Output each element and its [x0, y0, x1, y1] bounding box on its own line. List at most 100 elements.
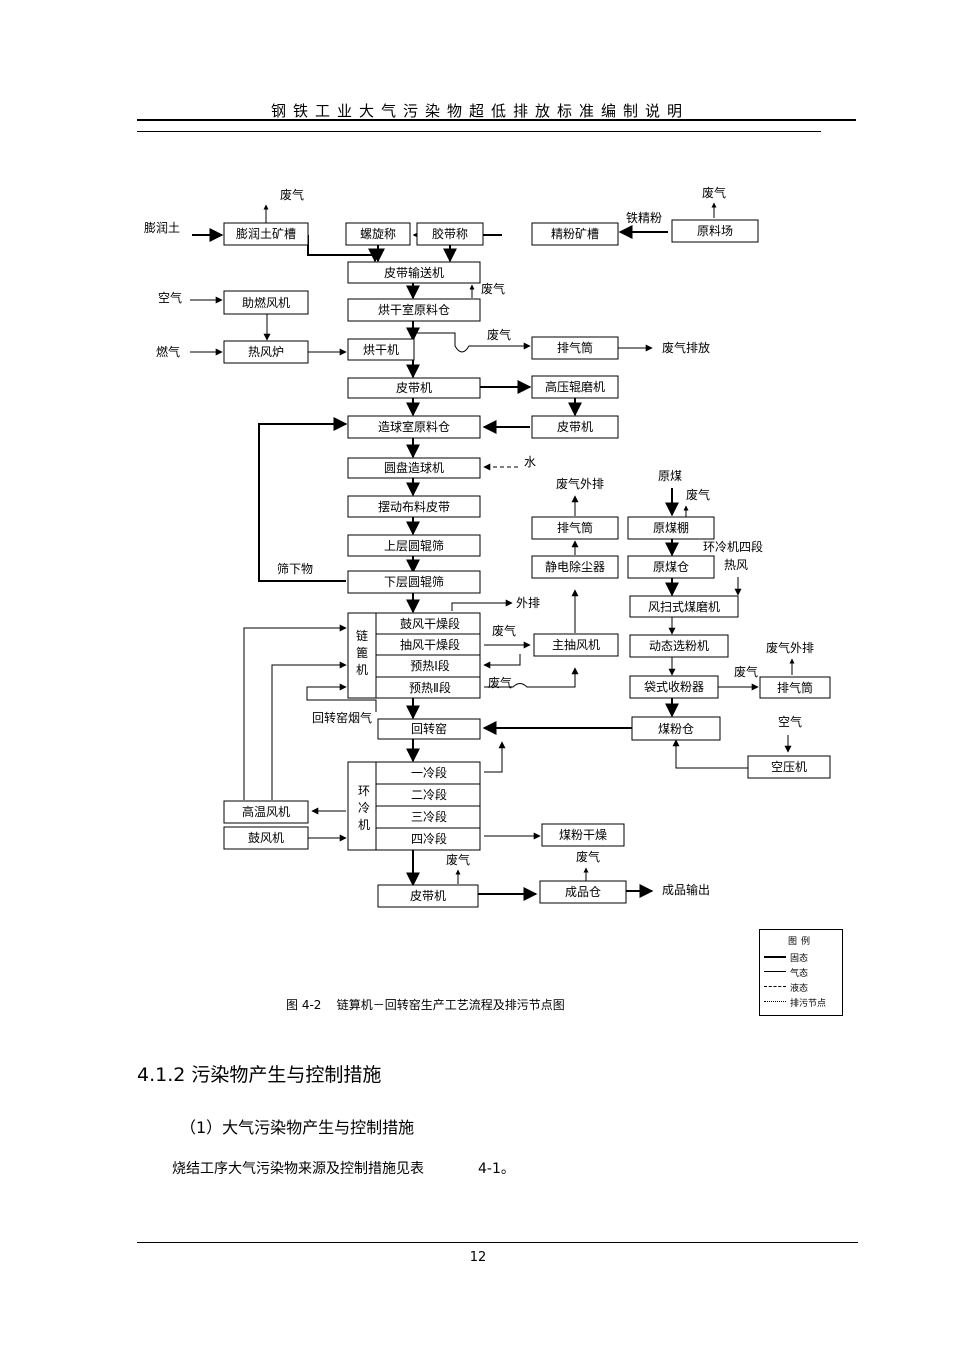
node-honggan-ji: 烘干机 [363, 343, 399, 357]
label-waste-gas-discharge: 废气排放 [662, 340, 710, 355]
legend-item-liquid: 液态 [764, 981, 840, 994]
node-lengduan-3: 三冷段 [411, 809, 447, 824]
node-daishi-shoufenqi: 袋式收粉器 [644, 680, 704, 694]
node-pidaiji-1: 皮带机 [396, 381, 432, 395]
legend-line-thick [764, 956, 786, 958]
legend-label: 固态 [790, 954, 809, 964]
node-luoxuancheng: 螺旋称 [360, 227, 396, 241]
label-kiln-flue-gas: 回转窑烟气 [312, 710, 372, 725]
node-yuanmei-peng: 原煤棚 [653, 520, 689, 535]
compound-box-dividers [375, 613, 480, 850]
node-lengduan-2: 二冷段 [411, 787, 447, 802]
node-fengsao-moji: 风扫式煤磨机 [648, 600, 720, 614]
node-pidai-shusongji: 皮带输送机 [384, 265, 444, 280]
node-meifen-ganzao: 煤粉干燥 [559, 828, 607, 842]
node-yuanliaochang: 原料场 [697, 224, 733, 238]
legend-label: 液态 [790, 984, 809, 994]
node-dongtai-xuanfenji: 动态选粉机 [649, 639, 709, 653]
node-labels: 膨润土矿槽 螺旋称 胶带称 精粉矿槽 原料场 皮带输送机 烘干室原料仓 助燃风机… [236, 224, 813, 903]
node-shangceng-gunshai: 上层圆辊筛 [384, 538, 444, 553]
node-gaoya-gunmoji: 高压辊磨机 [545, 379, 605, 394]
label-air-2: 空气 [778, 714, 802, 729]
legend-item-pollution-node: 排污节点 [764, 996, 840, 1009]
node-lengduan-4: 四冷段 [411, 831, 447, 846]
label-bentonite: 膨润土 [144, 221, 180, 235]
node-kongyaji: 空压机 [771, 760, 807, 774]
legend-label: 排污节点 [790, 999, 827, 1009]
document-header-title: 钢铁工业大气污染物超低排放标准编制说明 [270, 102, 689, 120]
label-product-output: 成品输出 [662, 882, 710, 897]
node-pidaiji-3: 皮带机 [410, 889, 446, 903]
node-gufengji: 鼓风机 [248, 831, 284, 845]
label-water: 水 [524, 455, 536, 469]
figure-caption: 图 4-2 链算机－回转窑生产工艺流程及排污节点图 [286, 996, 565, 1013]
label-raw-coal: 原煤 [658, 469, 682, 483]
node-refenglu: 热风炉 [248, 345, 284, 359]
legend-line-thin [764, 971, 786, 972]
node-hongganshi-cang: 烘干室原料仓 [378, 302, 450, 317]
body-paragraph: 烧结工序大气污染物来源及控制措施见表 [172, 1161, 424, 1177]
label-waste-gas-5: 废气 [686, 487, 710, 502]
label-hot-air: 热风 [724, 558, 748, 572]
process-flow-diagram: 膨润土矿槽 螺旋称 胶带称 精粉矿槽 原料场 皮带输送机 烘干室原料仓 助燃风机… [144, 185, 831, 908]
chain-grate-vertical-label: 链篦机 [356, 628, 368, 677]
legend-box: 图例 固态 气态 液态 排污节点 [759, 929, 843, 1016]
table-reference: 4-1。 [478, 1161, 515, 1177]
node-zhuchou-fengji: 主抽风机 [552, 638, 600, 652]
label-waste-gas-6: 废气 [492, 623, 516, 638]
label-waste-gas-1: 废气 [280, 187, 304, 202]
node-zhuran-fengji: 助燃风机 [242, 295, 290, 310]
node-yure-2: 预热Ⅱ段 [409, 680, 451, 695]
label-waste-gas-9: 废气 [446, 852, 470, 867]
flow-annotations: 膨润土 废气 铁精粉 废气 废气 空气 燃气 废气 废气排放 水 废气外排 原煤… [144, 185, 814, 897]
node-paiqitong-3: 排气筒 [777, 680, 813, 695]
label-waste-gas-8: 废气 [734, 664, 758, 679]
node-pidaiji-2: 皮带机 [557, 420, 593, 434]
node-zaoqiushi-cang: 造球室原料仓 [378, 419, 450, 434]
label-waste-gas-3: 废气 [481, 281, 505, 296]
legend-line-dashed [764, 986, 786, 987]
node-yure-1: 预热Ⅰ段 [410, 658, 450, 673]
node-pengruntu-kucao: 膨润土矿槽 [236, 227, 296, 241]
header-rule-thick [137, 119, 856, 121]
header-rule-thin [137, 131, 821, 132]
node-choufeng-ganzao: 抽风干燥段 [400, 637, 460, 652]
page-number: 12 [469, 1250, 487, 1265]
figure-number: 图 4-2 [286, 998, 322, 1012]
figure-title: 链算机－回转窑生产工艺流程及排污节点图 [336, 998, 565, 1012]
node-xiaceng-gunshai: 下层圆辊筛 [384, 574, 444, 589]
node-paiqitong-1: 排气筒 [557, 340, 593, 355]
label-waste-gas-4: 废气 [487, 327, 511, 342]
section-heading: 4.1.2 污染物产生与控制措施 [137, 1064, 382, 1086]
node-chengpin-cang: 成品仓 [565, 885, 601, 899]
node-yuanmei-cang: 原煤仓 [653, 560, 689, 574]
label-external-discharge: 外排 [516, 596, 540, 610]
node-yuanpan-zaoqiuji: 圆盘造球机 [384, 460, 444, 475]
label-screen-undersize: 筛下物 [277, 561, 313, 576]
cooler-vertical-label: 环冷机 [358, 784, 370, 832]
label-air-1: 空气 [158, 290, 182, 305]
footer-rule [137, 1242, 858, 1243]
node-lengduan-1: 一冷段 [411, 765, 447, 780]
node-jingfen-kucao: 精粉矿槽 [551, 227, 599, 241]
legend-title: 图例 [788, 937, 815, 947]
label-waste-gas-external-2: 废气外排 [766, 640, 814, 655]
node-huizhuanyao: 回转窑 [411, 721, 447, 736]
label-iron-concentrate: 铁精粉 [626, 211, 662, 225]
legend-item-gas: 气态 [764, 966, 840, 979]
node-gaowen-fengji: 高温风机 [242, 804, 290, 819]
legend-label: 气态 [790, 969, 809, 979]
subsection-heading: （1）大气污染物产生与控制措施 [180, 1118, 415, 1137]
vertical-labels: 链篦机 环冷机 [356, 628, 370, 832]
label-waste-gas-2: 废气 [702, 185, 726, 200]
label-fuel-gas: 燃气 [156, 344, 180, 359]
node-gufeng-ganzao: 鼓风干燥段 [400, 616, 460, 631]
label-cooler-stage4: 环冷机四段 [703, 539, 763, 554]
node-paiqitong-2: 排气筒 [557, 520, 593, 535]
node-jingdian-chuchenqi: 静电除尘器 [545, 559, 605, 574]
node-baidong-pidai: 摆动布料皮带 [378, 500, 450, 514]
node-jiaodaicheng: 胶带称 [432, 226, 468, 241]
flow-lines [190, 202, 795, 901]
legend-item-solid: 固态 [764, 951, 840, 964]
legend-line-dash-dot [764, 1001, 786, 1002]
